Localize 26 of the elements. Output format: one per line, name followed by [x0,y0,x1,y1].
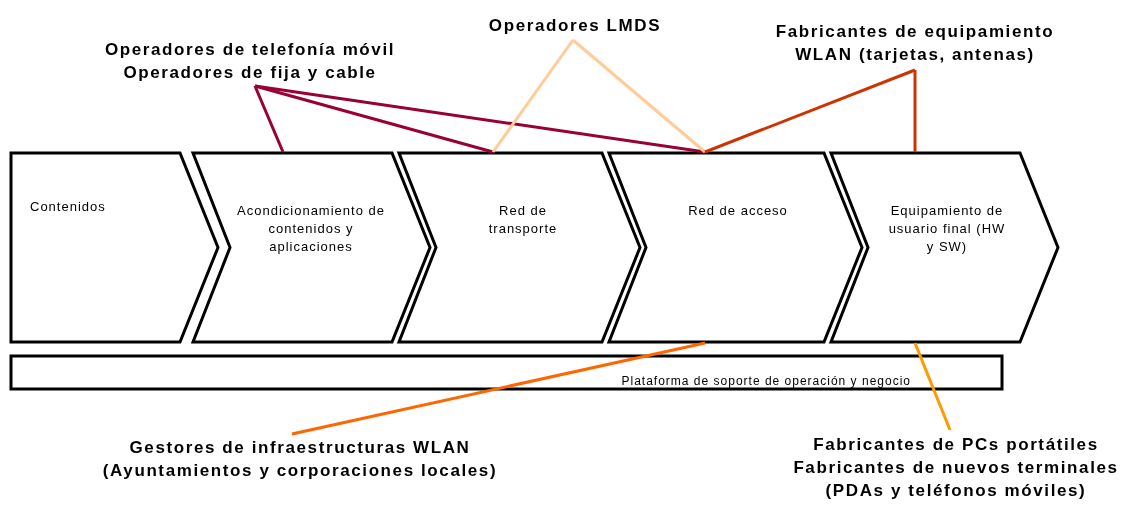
callout-label: Fabricantes de PCs portátiles [812,433,1100,456]
chevron-shape [830,152,1058,343]
callout-label: Operadores de fija y cable [122,62,378,84]
callout-label: Fabricantes de equipamiento WLAN (tarjetas, antenas) [774,21,1056,66]
leader-line [913,342,952,431]
callout-label: Gestores de infraestructuras WLAN [128,437,472,459]
callout-label: Operadores de telefonía móvil [103,39,397,61]
stage-label: Equipamiento de usuario final (HW y SW) [887,202,1007,256]
leader-line [572,38,706,154]
leader-line [913,70,917,152]
chevron-shape [10,152,218,343]
leader-line [704,68,916,154]
chevron-shape [192,152,430,343]
platform-bar [10,355,1003,390]
bar-label: Plataforma de soporte de operación y negocio [621,373,911,390]
leader-line [491,39,575,153]
callout-label: Operadores LMDS [487,14,663,37]
stage-label: Acondicionamiento de contenidos y aplicaciones [236,202,386,256]
stage-label: Red de transporte [487,202,559,238]
callout-label: Fabricantes de nuevos terminales (PDAs y teléfonos móviles) [792,456,1120,502]
chevron-shape [608,152,862,343]
stage-label: Red de acceso [687,202,789,220]
callout-label: (Ayuntamientos y corporaciones locales) [101,460,499,482]
chevron-shape [398,152,640,343]
leader-line [253,85,285,153]
stage-label: Contenidos [30,198,107,216]
